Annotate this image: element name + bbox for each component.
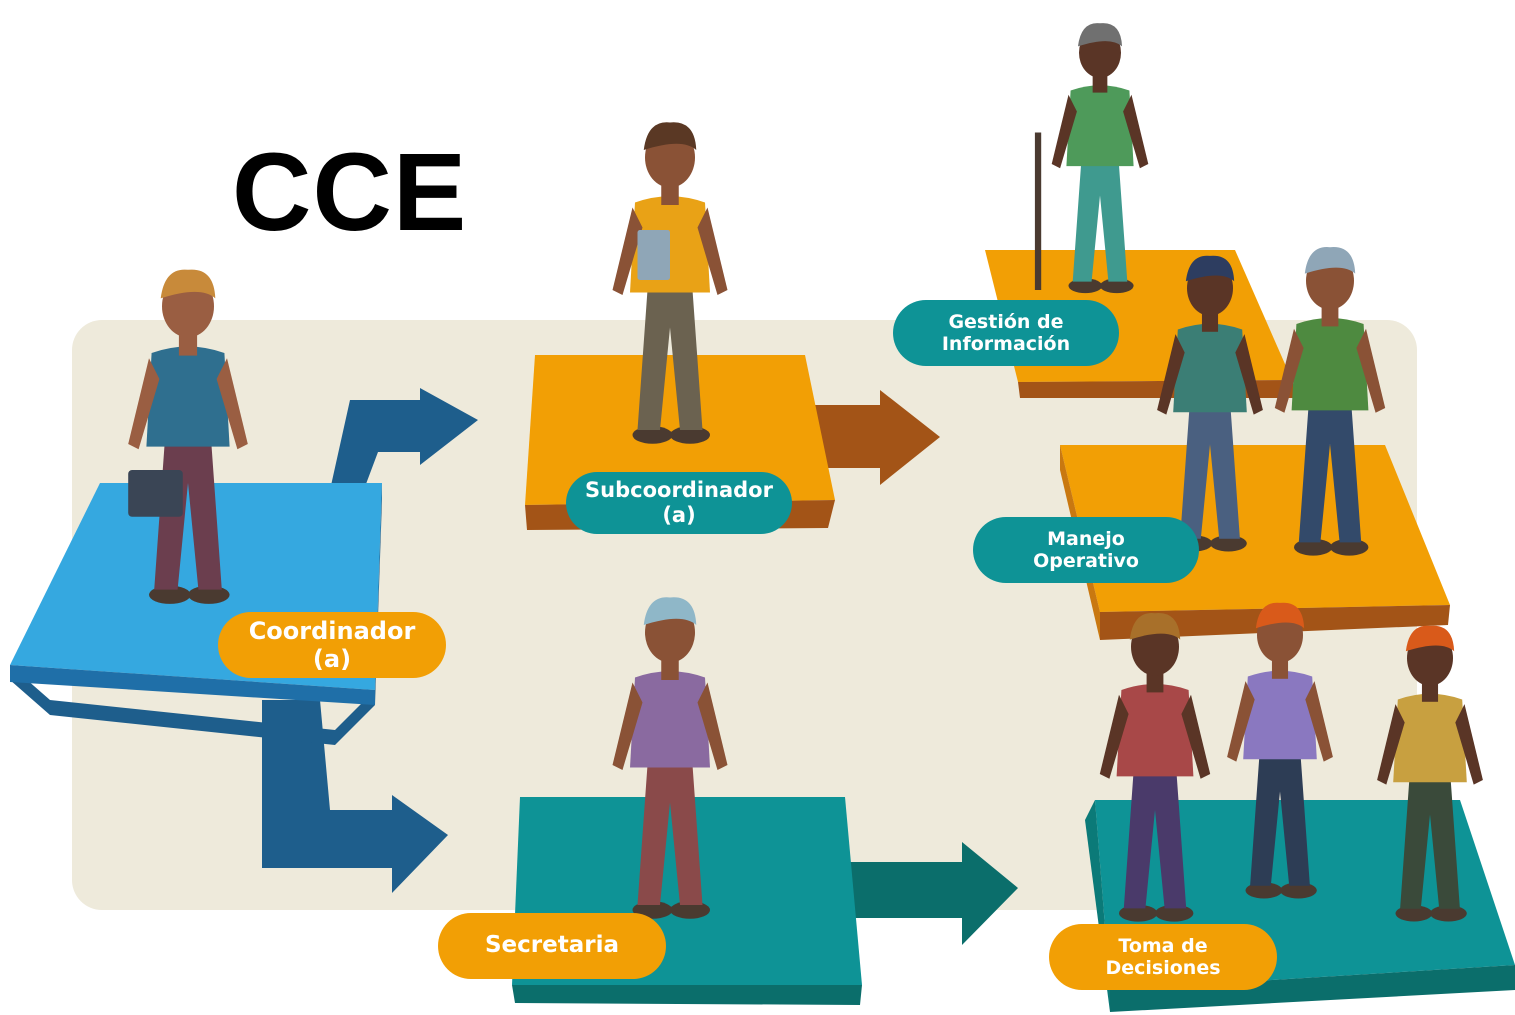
label-coordinador: Coordinador (a) xyxy=(218,612,446,678)
person-coordinador xyxy=(128,269,248,604)
label-secretaria: Secretaria xyxy=(438,913,666,979)
arrow-to-gestion xyxy=(800,390,940,485)
arrow-to-subcoordinador xyxy=(330,388,478,500)
diagram-title: CCE xyxy=(232,131,468,254)
label-subcoordinador: Subcoordinador (a) xyxy=(566,472,792,534)
label-gestion: Gestión de Información xyxy=(893,300,1119,366)
person-gestion xyxy=(1034,23,1149,294)
arrow-to-toma xyxy=(848,842,1018,945)
person-subcoordinador xyxy=(612,122,728,444)
arrow-to-secretaria xyxy=(262,700,448,893)
label-manejo: Manejo Operativo xyxy=(973,517,1199,583)
label-toma: Toma de Decisiones xyxy=(1049,924,1277,990)
